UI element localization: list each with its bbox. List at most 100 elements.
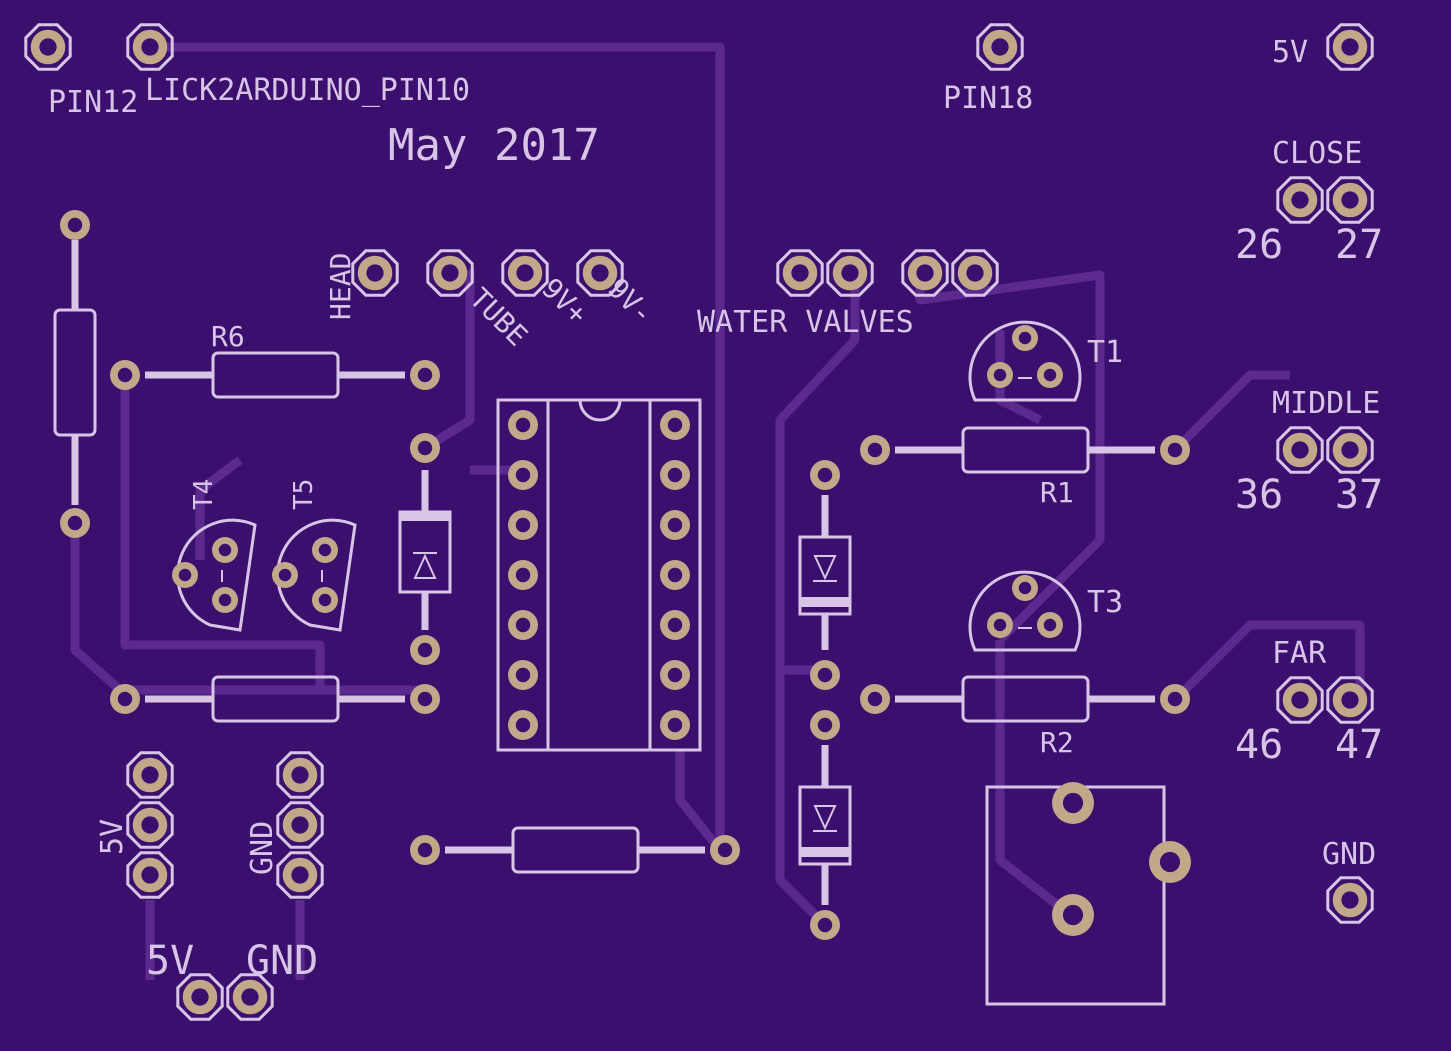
header-pad-13: [951, 249, 999, 297]
header-pad-0: [24, 23, 72, 71]
box-pad-1: [1149, 841, 1191, 883]
component-pad-7: [710, 835, 740, 865]
header-pad-10: [776, 249, 824, 297]
header-pad-24: [1326, 876, 1374, 924]
header-pad-25: [176, 973, 224, 1021]
header-pad-6: [351, 249, 399, 297]
label-5v-bottom: 5V: [146, 938, 194, 984]
label-pin18: PIN18: [943, 81, 1033, 116]
transistor-pad-6: [212, 537, 238, 563]
label-t3: T3: [1087, 585, 1123, 620]
box-pad-2: [1052, 894, 1094, 936]
component-pad-10: [860, 684, 890, 714]
label-27: 27: [1335, 222, 1383, 268]
header-pad-26: [226, 973, 274, 1021]
ic-pad-right-1: [660, 460, 690, 490]
ic-pad-left-3: [508, 560, 538, 590]
label-5v-top: 5V: [1272, 35, 1308, 70]
label-37: 37: [1335, 472, 1383, 518]
ic-notch: [578, 399, 622, 422]
ic-pad-right-3: [660, 560, 690, 590]
pads-layer: [24, 23, 1374, 1021]
component-pad-17: [810, 910, 840, 940]
transistor-pad-2: [1037, 362, 1063, 388]
ic-pad-left-1: [508, 460, 538, 490]
label-far: FAR: [1272, 636, 1327, 671]
label-gnd-bottom: GND: [246, 938, 318, 984]
ic-pad-left-5: [508, 660, 538, 690]
header-pad-23: [276, 851, 324, 899]
ic-pad-right-4: [660, 610, 690, 640]
transistor-t3-outline: [968, 570, 1082, 652]
transistor-pad-9: [312, 537, 338, 563]
traces: [70, 42, 1365, 980]
box-pad-0: [1052, 782, 1094, 824]
header-pad-8: [501, 249, 549, 297]
header-pad-15: [1326, 426, 1374, 474]
label-46: 46: [1235, 722, 1283, 768]
label-26: 26: [1235, 222, 1283, 268]
ic-pad-right-5: [660, 660, 690, 690]
label-pin12: PIN12: [48, 85, 138, 120]
diode-mid-bottom-band: [799, 847, 851, 857]
diode-symbols: [221, 377, 1032, 857]
transistor-pad-8: [212, 587, 238, 613]
header-pad-16: [1276, 676, 1324, 724]
label-gnd-left: GND: [245, 821, 280, 875]
ic-pad-left-6: [508, 710, 538, 740]
label-date: May 2017: [388, 120, 600, 171]
header-pad-21: [276, 751, 324, 799]
header-pad-20: [126, 851, 174, 899]
header-pad-1: [126, 23, 174, 71]
diode-mid-top-band: [799, 597, 851, 607]
transistor-pad-1: [987, 362, 1013, 388]
component-pad-0: [60, 210, 90, 240]
transistor-pad-4: [987, 612, 1013, 638]
label-r1: R1: [1040, 476, 1074, 509]
label-5v-left: 5V: [95, 819, 130, 855]
header-pad-9: [576, 249, 624, 297]
component-pad-4: [110, 684, 140, 714]
component-pad-1: [60, 508, 90, 538]
component-pad-13: [410, 635, 440, 665]
silk-text: PIN12 LICK2ARDUINO_PIN10 May 2017 PIN18 …: [48, 35, 1383, 984]
header-pad-2: [976, 23, 1024, 71]
component-leads: [71, 240, 1155, 905]
header-pad-7: [426, 249, 474, 297]
component-pad-16: [810, 710, 840, 740]
header-pad-12: [901, 249, 949, 297]
ic-pad-left-2: [508, 510, 538, 540]
ic-pad-left-4: [508, 610, 538, 640]
ic-pad-right-0: [660, 410, 690, 440]
header-pad-3: [1326, 23, 1374, 71]
ic-pad-left-0: [508, 410, 538, 440]
component-pad-12: [410, 433, 440, 463]
label-middle: MIDDLE: [1272, 386, 1380, 421]
component-pad-2: [110, 360, 140, 390]
header-pad-22: [276, 801, 324, 849]
component-pad-3: [410, 360, 440, 390]
header-pad-19: [126, 801, 174, 849]
label-t5: T5: [289, 479, 319, 510]
component-pad-15: [810, 660, 840, 690]
transistor-pad-10: [272, 562, 298, 588]
header-pad-11: [826, 249, 874, 297]
header-pad-5: [1326, 176, 1374, 224]
label-t1: T1: [1087, 335, 1123, 370]
diode-left-band: [399, 511, 451, 521]
transistor-pad-7: [172, 562, 198, 588]
ic-pad-right-2: [660, 510, 690, 540]
label-close: CLOSE: [1272, 136, 1362, 171]
label-head: HEAD: [324, 253, 357, 320]
transistor-t1-outline: [968, 320, 1082, 402]
header-pad-17: [1326, 676, 1374, 724]
component-pad-5: [410, 684, 440, 714]
ic-outline: [496, 398, 702, 752]
diode-mid-top-icon: [813, 555, 837, 581]
label-t4: T4: [189, 479, 219, 510]
component-pad-6: [410, 835, 440, 865]
label-gnd-right: GND: [1322, 837, 1376, 872]
label-r2: R2: [1040, 726, 1074, 759]
